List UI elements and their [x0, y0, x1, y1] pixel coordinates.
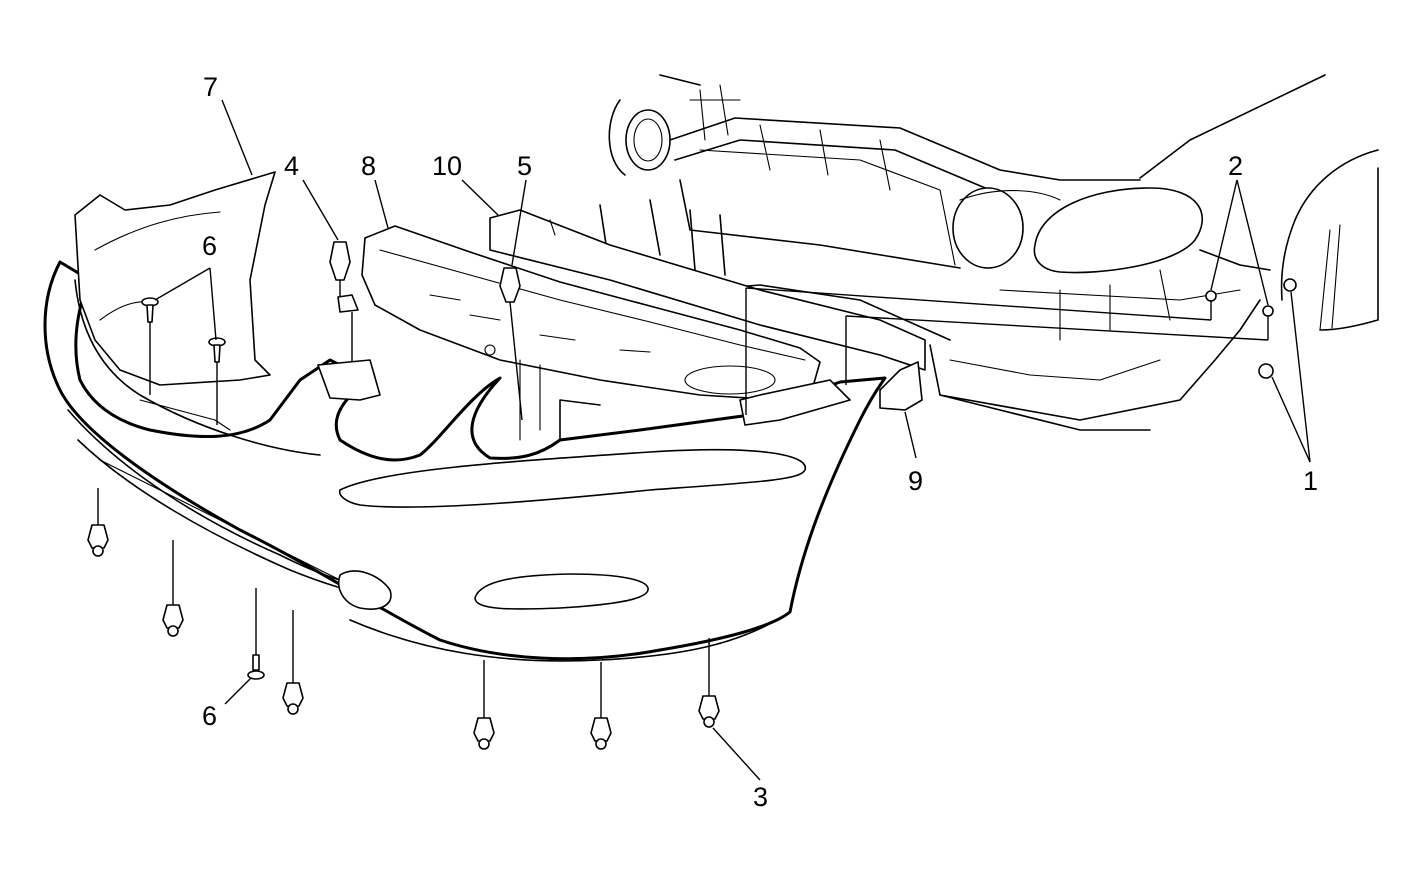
- push-pin-fastener: [473, 717, 495, 750]
- push-pin-fastener: [282, 682, 304, 715]
- callout-3: 3: [753, 782, 768, 812]
- push-pin-fastener: [698, 695, 720, 728]
- callout-5: 5: [517, 151, 532, 181]
- vehicle-front-structure: [489, 74, 1379, 431]
- nut-fastener: [1205, 290, 1274, 317]
- callout-leaders: [154, 99, 1311, 781]
- alignment-lines: [97, 280, 1269, 718]
- push-pin-fastener: [162, 604, 184, 637]
- callout-10: 10: [432, 151, 462, 181]
- retainer-fastener: [329, 241, 351, 281]
- push-pin-fastener: [590, 717, 612, 750]
- callout-9: 9: [908, 466, 923, 496]
- callout-6-lower: 6: [202, 701, 217, 731]
- callout-8: 8: [361, 151, 376, 181]
- fasteners: [87, 241, 1297, 750]
- fascia-brackets: [317, 294, 923, 426]
- callout-1: 1: [1303, 466, 1318, 496]
- screw-fastener: [208, 337, 226, 363]
- callout-2: 2: [1228, 151, 1243, 181]
- screw-fastener: [141, 297, 159, 323]
- nut-fastener: [1258, 278, 1297, 379]
- callout-labels: 1 2 3 4 5 6 6 7 8 9 10: [202, 72, 1318, 812]
- push-pin-fastener: [87, 524, 109, 557]
- callout-7: 7: [203, 72, 218, 102]
- retainer-fastener: [499, 267, 521, 303]
- callout-4: 4: [284, 151, 299, 181]
- front-bumper-fascia: [43, 171, 887, 662]
- callout-6-upper: 6: [202, 231, 217, 261]
- screw-fastener: [247, 654, 265, 680]
